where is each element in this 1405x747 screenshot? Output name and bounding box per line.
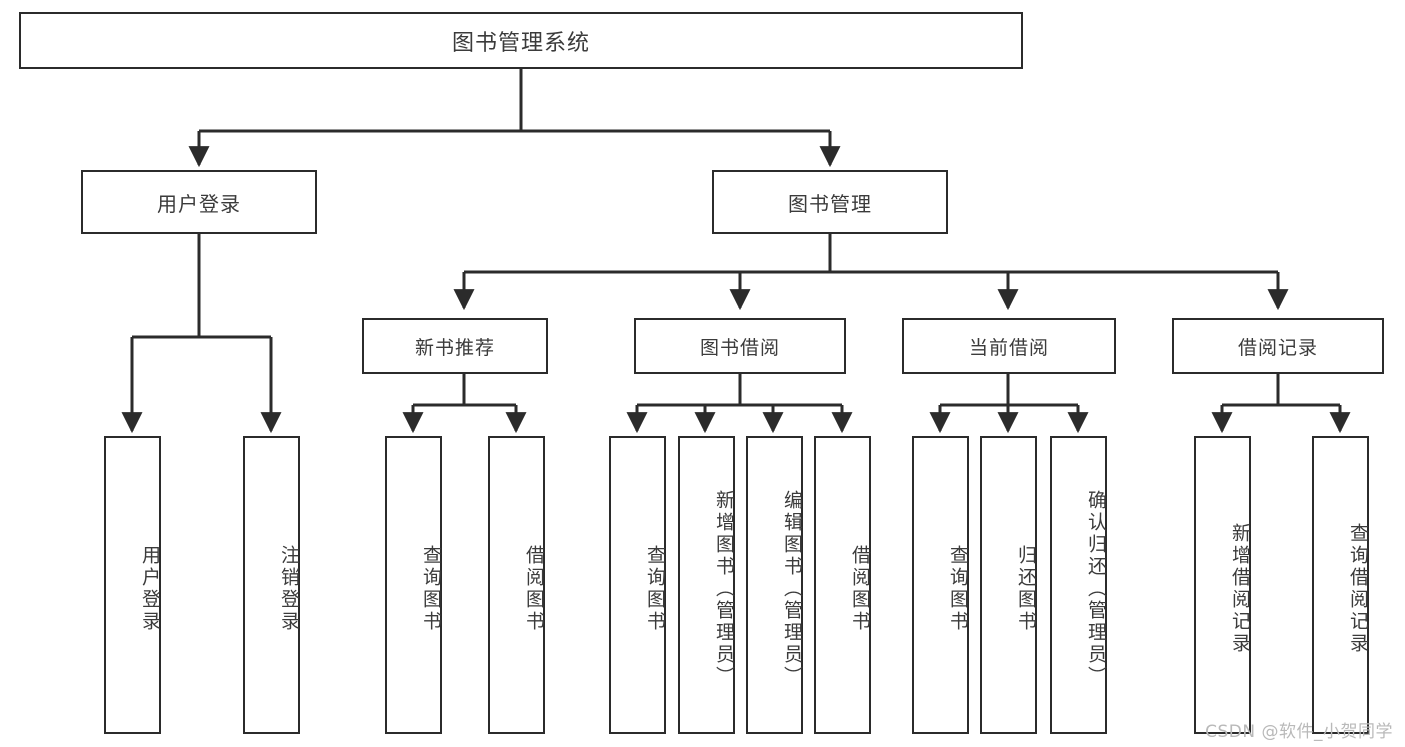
node-leaf-query-book-1-label: 查询图书 — [420, 545, 442, 633]
node-leaf-edit-book-label: 编辑图书（管理员） — [781, 490, 803, 688]
node-leaf-borrow-book-2[interactable]: 借阅图书 — [814, 436, 871, 734]
node-leaf-return-book-label: 归还图书 — [1015, 545, 1037, 633]
node-book-manage[interactable]: 图书管理 — [712, 170, 948, 234]
node-leaf-add-book[interactable]: 新增图书（管理员） — [678, 436, 735, 734]
node-leaf-confirm-return[interactable]: 确认归还（管理员） — [1050, 436, 1107, 734]
node-leaf-query-book-2[interactable]: 查询图书 — [609, 436, 666, 734]
node-leaf-confirm-return-label: 确认归还（管理员） — [1085, 490, 1107, 688]
node-leaf-logout-login[interactable]: 注销登录 — [243, 436, 300, 734]
node-book-borrow[interactable]: 图书借阅 — [634, 318, 846, 374]
node-current-borrow-label: 当前借阅 — [968, 336, 1049, 359]
node-leaf-user-login-label: 用户登录 — [139, 545, 161, 633]
node-leaf-logout-login-label: 注销登录 — [278, 545, 300, 633]
node-leaf-query-book-1[interactable]: 查询图书 — [385, 436, 442, 734]
node-leaf-add-record-label: 新增借阅记录 — [1229, 523, 1251, 655]
node-new-book-recommend[interactable]: 新书推荐 — [362, 318, 548, 374]
node-leaf-borrow-book-2-label: 借阅图书 — [849, 545, 871, 633]
node-leaf-borrow-book-1[interactable]: 借阅图书 — [488, 436, 545, 734]
node-new-book-recommend-label: 新书推荐 — [414, 336, 495, 359]
csdn-watermark: CSDN @软件_小贺同学 — [1205, 722, 1393, 742]
node-book-manage-label: 图书管理 — [788, 191, 872, 216]
node-leaf-borrow-book-1-label: 借阅图书 — [523, 545, 545, 633]
node-user-login[interactable]: 用户登录 — [81, 170, 317, 234]
node-leaf-query-book-2-label: 查询图书 — [644, 545, 666, 633]
node-borrow-record[interactable]: 借阅记录 — [1172, 318, 1384, 374]
node-borrow-record-label: 借阅记录 — [1237, 336, 1318, 359]
node-leaf-query-record[interactable]: 查询借阅记录 — [1312, 436, 1369, 734]
node-user-login-label: 用户登录 — [157, 191, 241, 216]
node-leaf-query-book-3[interactable]: 查询图书 — [912, 436, 969, 734]
node-leaf-return-book[interactable]: 归还图书 — [980, 436, 1037, 734]
node-leaf-query-record-label: 查询借阅记录 — [1347, 523, 1369, 655]
node-current-borrow[interactable]: 当前借阅 — [902, 318, 1116, 374]
node-leaf-add-book-label: 新增图书（管理员） — [713, 490, 735, 688]
node-root-system-label: 图书管理系统 — [451, 30, 590, 56]
node-leaf-user-login[interactable]: 用户登录 — [104, 436, 161, 734]
node-leaf-query-book-3-label: 查询图书 — [947, 545, 969, 633]
node-root-system[interactable]: 图书管理系统 — [19, 12, 1023, 69]
node-leaf-edit-book[interactable]: 编辑图书（管理员） — [746, 436, 803, 734]
node-book-borrow-label: 图书借阅 — [699, 336, 780, 359]
node-leaf-add-record[interactable]: 新增借阅记录 — [1194, 436, 1251, 734]
